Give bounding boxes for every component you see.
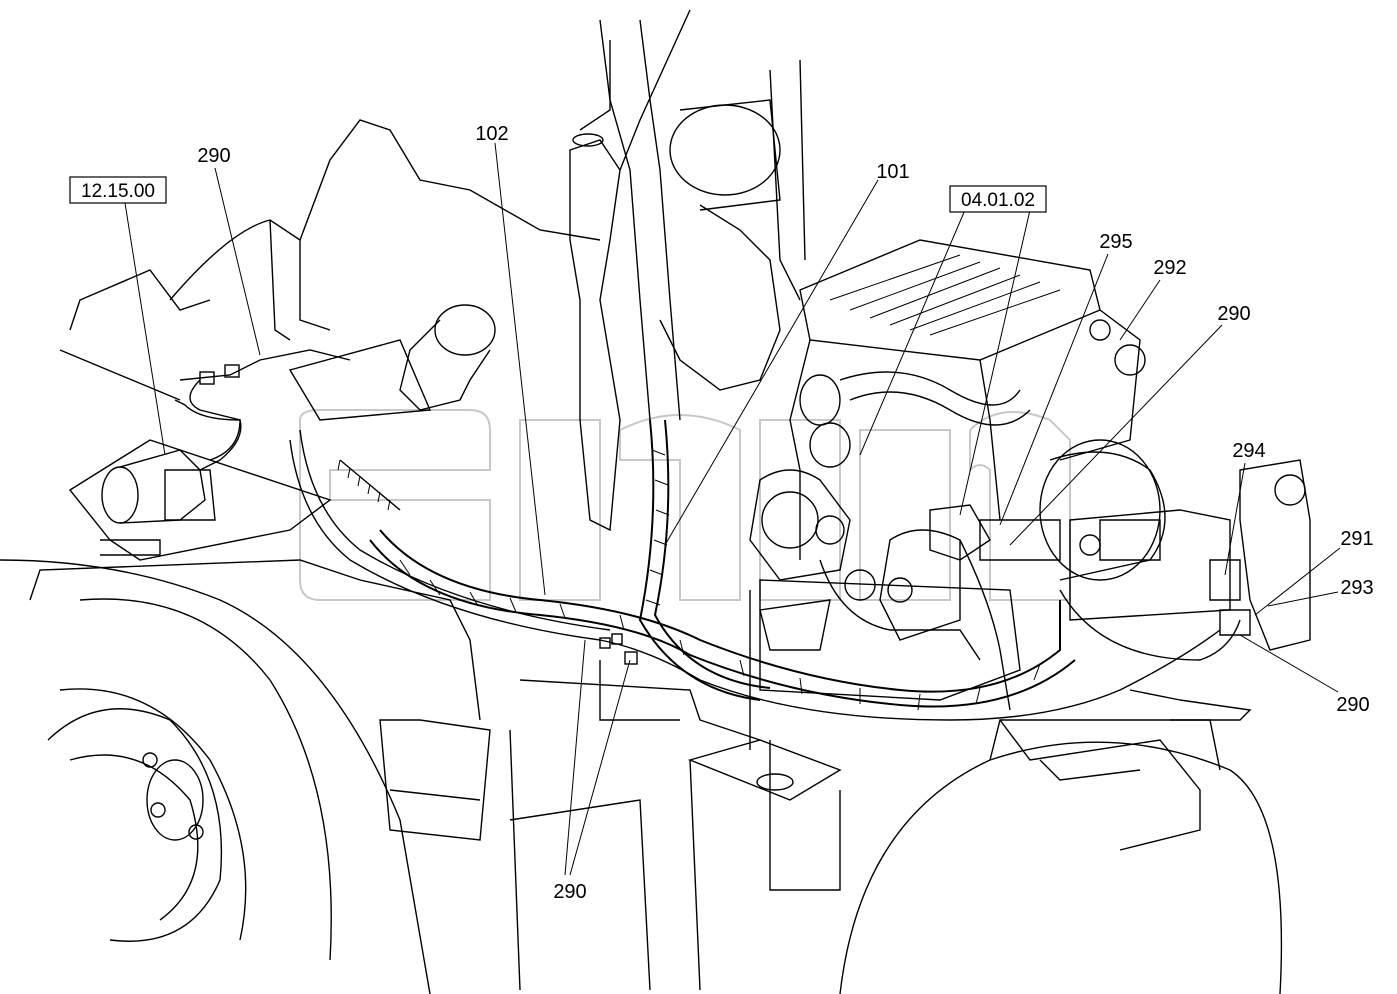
rear-fender [839, 719, 1283, 994]
chassis-frame [29, 119, 1252, 991]
leader-294 [1224, 462, 1246, 576]
leader-102 [494, 142, 546, 596]
starter-motor [68, 399, 332, 561]
leader-290-d-b [569, 659, 631, 876]
leader-101 [664, 179, 879, 546]
callout-292: 292 [1153, 257, 1186, 279]
callout-101: 101 [876, 161, 909, 183]
callout-290-d: 290 [553, 881, 586, 903]
callout-295: 295 [1099, 231, 1132, 253]
hydraulic-valve-block [1069, 459, 1311, 651]
callout-102: 102 [475, 123, 508, 145]
leader-292 [1119, 279, 1161, 341]
leader-295 [999, 253, 1109, 526]
watermark [299, 409, 1071, 601]
callout-04-01-02: 04.01.02 [961, 190, 1035, 211]
callout-290-a: 290 [197, 145, 230, 167]
leader-04-01-02-a [859, 209, 966, 456]
callout-290-b: 290 [1217, 303, 1250, 325]
callout-12-15-00: 12.15.00 [81, 181, 155, 202]
leader-lines [124, 142, 1341, 876]
callout-291: 291 [1340, 528, 1373, 550]
leader-04-01-02-b [959, 209, 1031, 516]
leader-290-b [1009, 324, 1223, 546]
callout-293: 293 [1340, 577, 1373, 599]
engine-assembly [749, 239, 1166, 750]
front-left-wheel [0, 559, 431, 994]
callout-290-c: 290 [1336, 694, 1369, 716]
leader-291 [1254, 547, 1341, 616]
leader-290-d-a [564, 639, 586, 876]
ref-box-12-15-00 [69, 176, 167, 204]
air-duct-elbow [288, 304, 496, 421]
callout-294: 294 [1232, 440, 1265, 462]
coolant-bottle [569, 133, 621, 532]
leader-293 [1267, 591, 1339, 607]
leader-12-15-00 [124, 202, 166, 456]
ref-box-04-01-02 [949, 185, 1047, 213]
wiring-harness [179, 349, 1241, 721]
leader-290-a [214, 167, 261, 356]
exhaust-pipe [579, 9, 806, 421]
callout-labels: 12.15.00 290 102 101 04.01.02 295 292 29… [69, 123, 1374, 903]
leader-290-c [1239, 634, 1339, 693]
